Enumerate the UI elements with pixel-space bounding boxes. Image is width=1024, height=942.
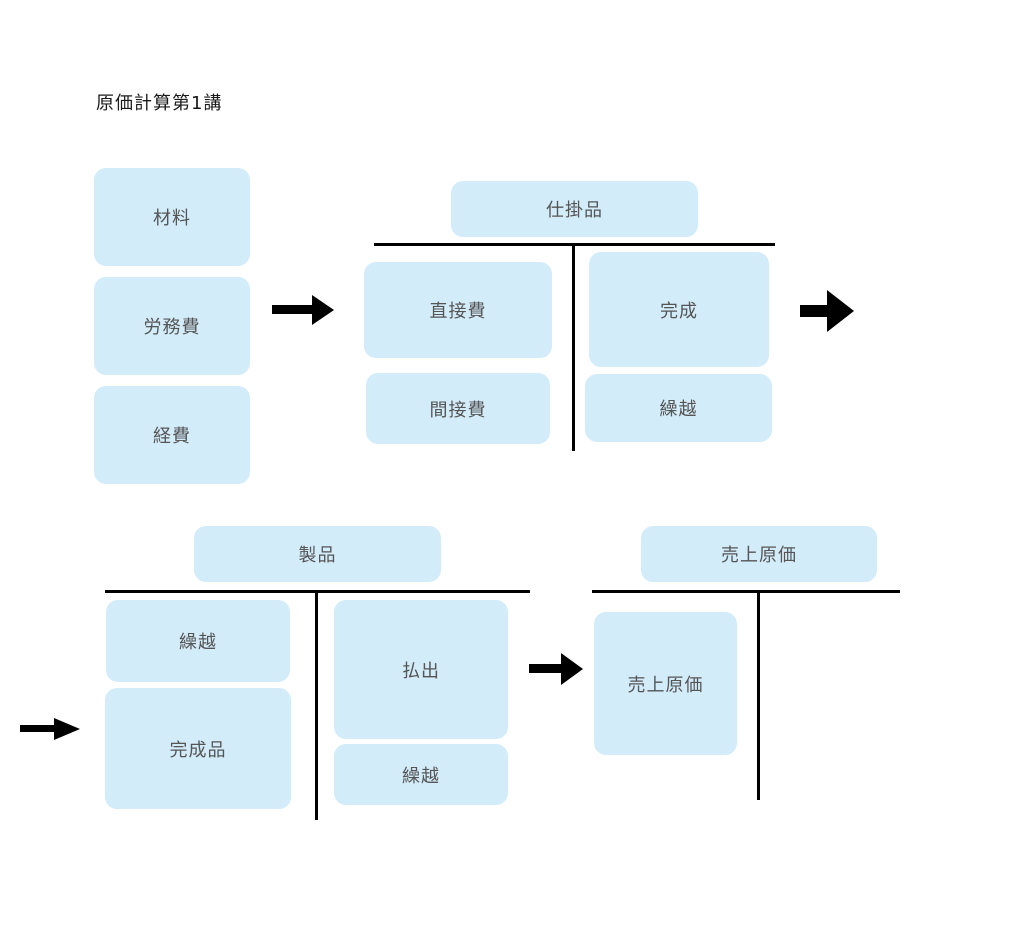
wip-debit-indirect: 間接費 [366, 373, 550, 444]
arrow-right-icon [272, 295, 334, 325]
fg-debit-carryforward: 繰越 [106, 600, 290, 682]
arrow-right-icon [529, 653, 583, 685]
wip-t-vertical [572, 243, 575, 451]
page-title: 原価計算第1講 [96, 93, 223, 114]
cogs-t-horizontal [592, 590, 900, 593]
arrow-right-icon [20, 718, 80, 740]
box-expense: 経費 [94, 386, 250, 484]
box-material: 材料 [94, 168, 250, 266]
fg-credit-payout: 払出 [334, 600, 508, 739]
cogs-t-vertical [757, 590, 760, 800]
arrow-right-icon [800, 290, 854, 332]
fg-t-vertical [315, 590, 318, 820]
wip-debit-direct: 直接費 [364, 262, 552, 358]
cogs-header: 売上原価 [641, 526, 877, 582]
wip-header: 仕掛品 [451, 181, 698, 237]
wip-credit-completed: 完成 [589, 252, 769, 367]
box-labor: 労務費 [94, 277, 250, 375]
fg-credit-carryforward: 繰越 [334, 744, 508, 805]
cogs-debit: 売上原価 [594, 612, 737, 755]
fg-debit-completed: 完成品 [105, 688, 291, 809]
fg-header: 製品 [194, 526, 441, 582]
wip-credit-carryforward: 繰越 [585, 374, 772, 442]
